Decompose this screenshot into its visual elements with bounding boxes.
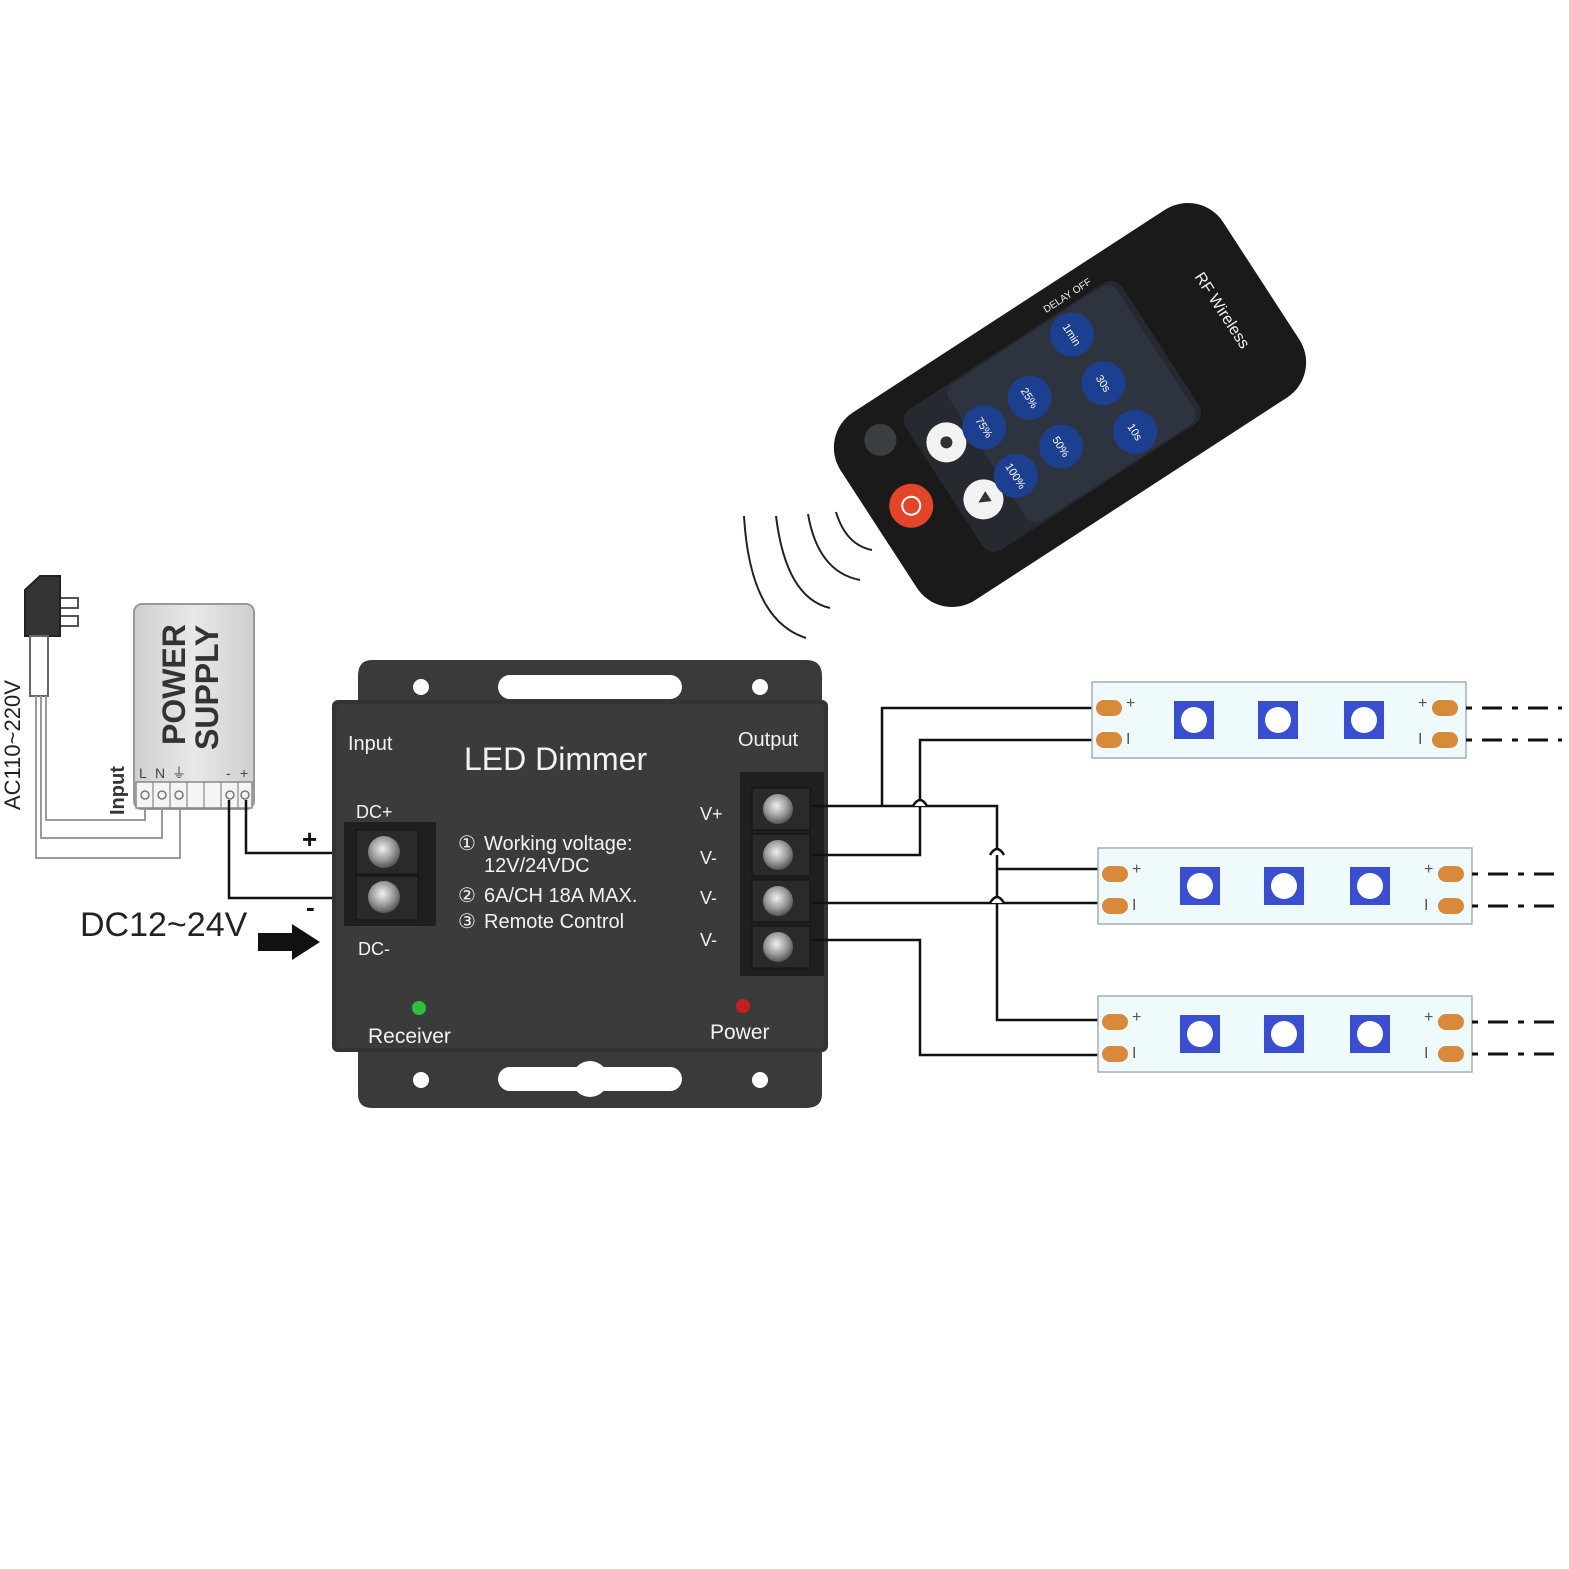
rf-signal-icon xyxy=(743,511,873,639)
dimmer-input-label: Input xyxy=(348,733,393,755)
dimmer-title: LED Dimmer xyxy=(464,741,647,777)
strip-polarity-minus: I xyxy=(1132,897,1136,914)
led-strip: + I + I xyxy=(1097,847,1562,925)
strip-polarity-plus: + xyxy=(1126,695,1135,712)
ps-terminal-l: L xyxy=(139,765,147,781)
ps-terminal-plus: + xyxy=(240,765,248,781)
spec-2-num: ② xyxy=(458,885,476,907)
power-supply-title-2: SUPPLY xyxy=(189,625,225,750)
strip-polarity-plus: + xyxy=(1418,695,1427,712)
strip-polarity-minus: I xyxy=(1424,1045,1428,1062)
strip-polarity-plus: + xyxy=(1424,861,1433,878)
spec-3-text: Remote Control xyxy=(484,911,624,933)
power-led xyxy=(736,999,750,1013)
dc-plus-terminal-label: DC+ xyxy=(356,802,393,822)
output-terminal-v3: V- xyxy=(700,930,717,950)
solder-pad xyxy=(1096,732,1122,748)
ps-terminal-ground: ⏚ xyxy=(172,765,186,781)
output-terminal-v2: V- xyxy=(700,888,717,908)
spec-3-num: ③ xyxy=(458,911,476,933)
solder-pad xyxy=(1102,898,1128,914)
output-wiring xyxy=(812,706,1100,1057)
strip-polarity-plus: + xyxy=(1132,1009,1141,1026)
led-strip: + I + I xyxy=(1097,995,1562,1073)
led-chip-lens xyxy=(1271,1021,1297,1047)
receiver-label: Receiver xyxy=(368,1025,451,1048)
ac-plug-icon xyxy=(24,575,79,697)
dc-plus-sign: + xyxy=(302,824,317,854)
solder-pad xyxy=(1432,700,1458,716)
ps-terminal-n: N xyxy=(155,765,165,781)
solder-pad xyxy=(1102,866,1128,882)
output-terminal-vplus: V+ xyxy=(700,804,723,824)
spec-1-num: ① xyxy=(458,833,476,855)
dc-minus-wire xyxy=(227,800,372,900)
strip-polarity-minus: I xyxy=(1418,731,1422,748)
solder-pad xyxy=(1438,1014,1464,1030)
dc-plus-wire xyxy=(244,800,372,855)
spec-2-text: 6A/CH 18A MAX. xyxy=(484,885,637,907)
led-chip-lens xyxy=(1271,873,1297,899)
remote-button-30s[interactable]: 30s xyxy=(1073,353,1134,414)
dc-minus-sign: - xyxy=(306,892,315,922)
solder-pad xyxy=(1438,1046,1464,1062)
spec-1-text: Working voltage: xyxy=(484,833,633,855)
led-chip-lens xyxy=(1181,707,1207,733)
remote-button-100pct[interactable]: 100% xyxy=(985,445,1046,506)
dimmer-output-label: Output xyxy=(738,729,798,751)
solder-pad xyxy=(1432,732,1458,748)
power-supply: POWER SUPPLY Input L N ⏚ - + xyxy=(107,603,255,815)
ps-terminal-minus: - xyxy=(226,765,231,781)
led-chip-lens xyxy=(1187,873,1213,899)
led-strip: + I + I xyxy=(1091,681,1562,759)
remote-button-10s[interactable]: 10s xyxy=(1105,401,1166,462)
strip-polarity-plus: + xyxy=(1132,861,1141,878)
strip-polarity-minus: I xyxy=(1132,1045,1136,1062)
solder-pad xyxy=(1102,1014,1128,1030)
spec-1b-text: 12V/24VDC xyxy=(484,855,590,877)
ac-voltage-label: AC110~220V xyxy=(0,680,25,810)
solder-pad xyxy=(1438,898,1464,914)
led-chip-lens xyxy=(1351,707,1377,733)
strip-polarity-minus: I xyxy=(1126,731,1130,748)
power-supply-title-1: POWER xyxy=(156,624,192,745)
receiver-led xyxy=(412,1001,426,1015)
remote-button-75pct[interactable]: 75% xyxy=(954,397,1015,458)
strip-polarity-minus: I xyxy=(1424,897,1428,914)
led-chip-lens xyxy=(1187,1021,1213,1047)
remote-button-1min[interactable]: 1min xyxy=(1042,304,1103,365)
led-dimmer: LED Dimmer Input Output DC+ DC- ① Workin… xyxy=(332,660,828,1108)
remote-button-50pct[interactable]: 50% xyxy=(1031,416,1092,477)
strip-polarity-plus: + xyxy=(1424,1009,1433,1026)
dc-voltage-label: DC12~24V xyxy=(80,906,248,944)
arrow-right-icon xyxy=(258,924,320,960)
solder-pad xyxy=(1096,700,1122,716)
remote-button-25pct[interactable]: 25% xyxy=(999,367,1060,428)
output-terminal-v1: V- xyxy=(700,848,717,868)
led-chip-lens xyxy=(1357,1021,1383,1047)
solder-pad xyxy=(1102,1046,1128,1062)
power-supply-input-label: Input xyxy=(107,766,129,815)
solder-pad xyxy=(1438,866,1464,882)
power-label: Power xyxy=(710,1021,770,1044)
remote-mode-button[interactable] xyxy=(858,418,902,462)
dc-minus-terminal-label: DC- xyxy=(358,939,390,959)
led-chip-lens xyxy=(1265,707,1291,733)
led-chip-lens xyxy=(1357,873,1383,899)
remote-power-button[interactable] xyxy=(881,475,942,536)
